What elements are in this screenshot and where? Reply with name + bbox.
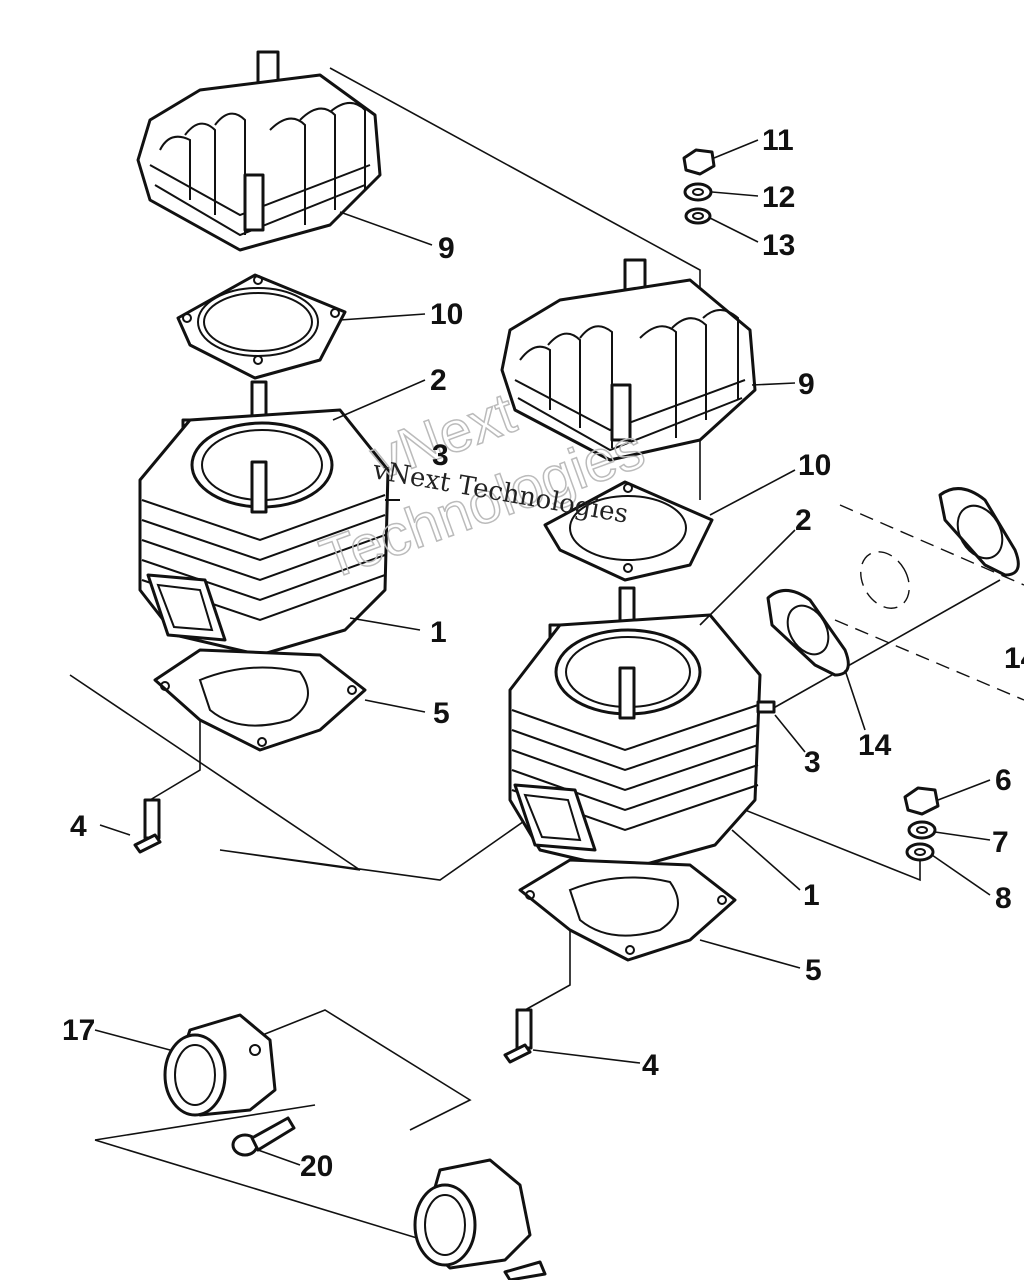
intake-gasket-ghost bbox=[860, 551, 910, 609]
cylinder-head-left bbox=[136, 50, 382, 252]
callout-7: 7 bbox=[992, 826, 1009, 859]
nut-washer-top bbox=[682, 148, 716, 225]
intake-gasket-lower bbox=[766, 589, 850, 677]
callout-6: 6 bbox=[995, 764, 1012, 797]
callout-2-right: 2 bbox=[795, 504, 812, 537]
head-gasket-left bbox=[176, 273, 347, 380]
callout-11: 11 bbox=[762, 124, 794, 157]
callout-10-right: 10 bbox=[798, 449, 831, 482]
cylinder-left bbox=[138, 380, 400, 657]
callout-14-lower: 14 bbox=[858, 729, 892, 762]
callout-5-right: 5 bbox=[805, 954, 822, 987]
callout-1-left: 1 bbox=[430, 616, 447, 649]
callout-9-right: 9 bbox=[798, 368, 815, 401]
callout-4-left: 4 bbox=[70, 810, 87, 843]
base-gasket-left bbox=[153, 648, 367, 752]
callout-9-left: 9 bbox=[438, 232, 455, 265]
callout-17: 17 bbox=[62, 1014, 95, 1047]
callout-leaders bbox=[94, 139, 991, 1166]
callout-1-right: 1 bbox=[803, 879, 820, 912]
callout-14-upper: 14 bbox=[1004, 642, 1024, 675]
fitting-left bbox=[133, 798, 162, 854]
callout-labels: 11 12 13 9 10 2 3 1 5 4 9 10 2 14 14 3 6… bbox=[62, 124, 1024, 1183]
cylinder-head-right bbox=[500, 258, 757, 462]
fitting-right bbox=[503, 1008, 533, 1064]
base-gasket-right bbox=[518, 858, 737, 962]
callout-12: 12 bbox=[762, 181, 795, 214]
callout-2-left: 2 bbox=[430, 364, 447, 397]
callout-5-left: 5 bbox=[433, 697, 450, 730]
callout-3-right: 3 bbox=[804, 746, 821, 779]
callout-13: 13 bbox=[762, 229, 795, 262]
callout-4-right: 4 bbox=[642, 1049, 659, 1082]
callout-3-left: 3 bbox=[432, 439, 449, 472]
callout-10-left: 10 bbox=[430, 298, 463, 331]
intake-boot-upper bbox=[163, 1013, 277, 1117]
intake-gasket-upper bbox=[938, 487, 1020, 577]
head-gasket-right bbox=[543, 480, 714, 582]
cylinder-right bbox=[508, 586, 776, 872]
callout-20: 20 bbox=[300, 1150, 333, 1183]
intake-boot-lower bbox=[413, 1158, 547, 1280]
callout-8: 8 bbox=[995, 882, 1012, 915]
bolt-20 bbox=[231, 1116, 296, 1157]
nut-washer-right bbox=[903, 786, 940, 862]
